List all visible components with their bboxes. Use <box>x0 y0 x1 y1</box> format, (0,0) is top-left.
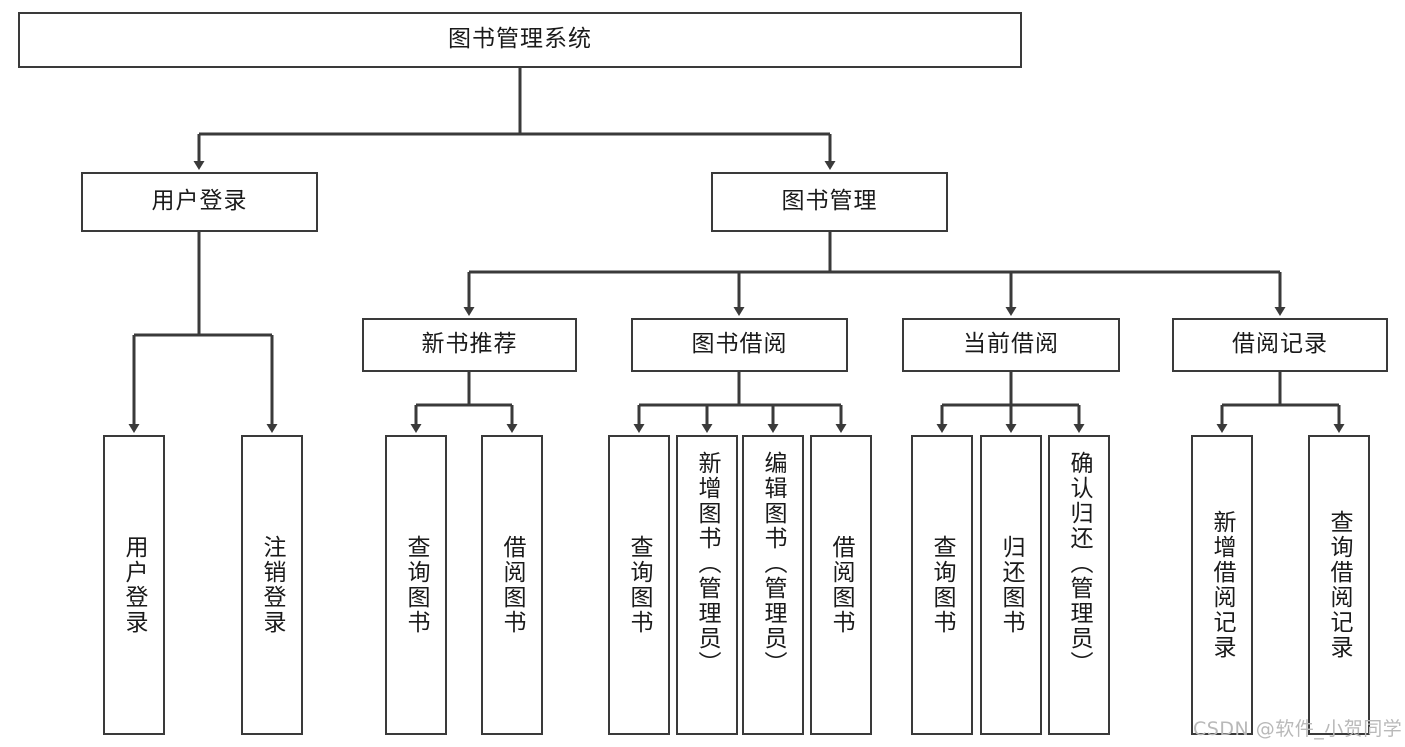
node-label: 新增图书（管理员） <box>694 451 721 676</box>
node-book-borrow[interactable]: 图书借阅 <box>631 318 848 372</box>
node-user-login[interactable]: 用户登录 <box>81 172 318 232</box>
node-new-book-recommend[interactable]: 新书推荐 <box>362 318 577 372</box>
node-current-borrow[interactable]: 当前借阅 <box>902 318 1120 372</box>
leaf-logout-login[interactable]: 注销登录 <box>241 435 303 735</box>
node-label: 借阅图书 <box>499 535 526 635</box>
node-label: 图书管理 <box>781 188 878 215</box>
node-label: 图书管理系统 <box>448 26 592 53</box>
watermark-text: CSDN @软件_小贺同学 <box>1193 718 1403 740</box>
node-label: 借阅图书 <box>828 535 855 635</box>
leaf-user-login[interactable]: 用户登录 <box>103 435 165 735</box>
node-label: 图书借阅 <box>691 331 788 358</box>
leaf-borrow-book[interactable]: 借阅图书 <box>810 435 872 735</box>
leaf-query-borrow-record[interactable]: 查询借阅记录 <box>1308 435 1370 735</box>
leaf-edit-book-admin[interactable]: 编辑图书（管理员） <box>742 435 804 735</box>
node-label: 新书推荐 <box>421 331 518 358</box>
leaf-confirm-return-admin[interactable]: 确认归还（管理员） <box>1048 435 1110 735</box>
node-label: 查询图书 <box>403 535 430 635</box>
node-root-book-management-system[interactable]: 图书管理系统 <box>18 12 1022 68</box>
leaf-return-book[interactable]: 归还图书 <box>980 435 1042 735</box>
node-label: 查询借阅记录 <box>1326 510 1353 660</box>
csdn-watermark: CSDN @软件_小贺同学 <box>1193 714 1402 741</box>
node-label: 新增借阅记录 <box>1209 510 1236 660</box>
leaf-query-book-borrow[interactable]: 查询图书 <box>608 435 670 735</box>
node-label: 注销登录 <box>259 535 286 635</box>
node-label: 用户登录 <box>151 188 248 215</box>
node-label: 当前借阅 <box>963 331 1059 358</box>
node-label: 确认归还（管理员） <box>1066 451 1093 676</box>
node-label: 归还图书 <box>998 535 1025 635</box>
node-label: 查询图书 <box>626 535 653 635</box>
node-label: 查询图书 <box>929 535 956 635</box>
leaf-query-book-current[interactable]: 查询图书 <box>911 435 973 735</box>
leaf-add-borrow-record[interactable]: 新增借阅记录 <box>1191 435 1253 735</box>
node-label: 借阅记录 <box>1232 331 1328 358</box>
node-label: 编辑图书（管理员） <box>760 451 787 676</box>
leaf-add-book-admin[interactable]: 新增图书（管理员） <box>676 435 738 735</box>
node-book-management[interactable]: 图书管理 <box>711 172 948 232</box>
node-label: 用户登录 <box>121 535 148 635</box>
node-borrow-record[interactable]: 借阅记录 <box>1172 318 1388 372</box>
leaf-borrow-book-recommend[interactable]: 借阅图书 <box>481 435 543 735</box>
leaf-query-book-recommend[interactable]: 查询图书 <box>385 435 447 735</box>
